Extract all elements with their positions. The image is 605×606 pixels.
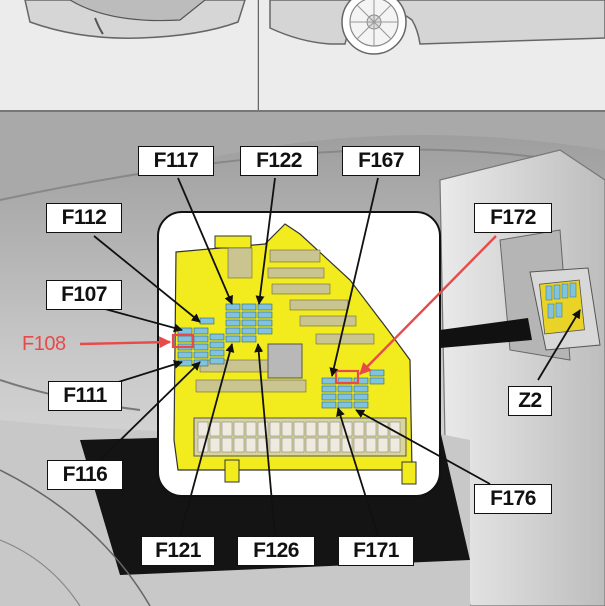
f108-highlight (171, 333, 195, 349)
label-z2: Z2 (508, 386, 552, 416)
leader-f167 (329, 177, 379, 377)
leader-f172 (359, 235, 497, 375)
fuse-group-center (225, 303, 273, 343)
fuse-group-right (321, 369, 385, 409)
bottom-connector (193, 417, 407, 457)
label-f111: F111 (48, 381, 122, 411)
label-f112: F112 (46, 203, 122, 233)
leader-f111 (111, 360, 183, 385)
zoom-connector (440, 318, 532, 348)
leader-f126 (254, 343, 276, 537)
label-f176: F176 (474, 484, 552, 514)
leader-f121 (179, 343, 235, 537)
label-f171: F171 (338, 536, 414, 566)
leader-f117 (177, 177, 233, 305)
leader-f108 (79, 336, 172, 349)
label-f116: F116 (47, 460, 123, 490)
label-f172: F172 (474, 203, 552, 233)
leader-f107 (93, 305, 183, 333)
label-f126: F126 (237, 536, 315, 566)
label-f117: F117 (138, 146, 214, 176)
f172-highlight (334, 369, 360, 385)
relay (267, 343, 303, 379)
label-f167: F167 (342, 146, 420, 176)
car-top-view (0, 0, 258, 110)
leader-f116 (99, 361, 201, 461)
label-f107: F107 (46, 280, 122, 310)
label-f121: F121 (141, 536, 215, 566)
leader-z2 (537, 309, 581, 381)
leader-f176 (355, 409, 491, 485)
leader-f112 (93, 235, 201, 323)
leader-f122 (255, 177, 276, 305)
leader-f171 (336, 407, 379, 537)
label-f122: F122 (240, 146, 318, 176)
car-side-view (259, 0, 605, 110)
label-f108: F108 (22, 333, 66, 355)
